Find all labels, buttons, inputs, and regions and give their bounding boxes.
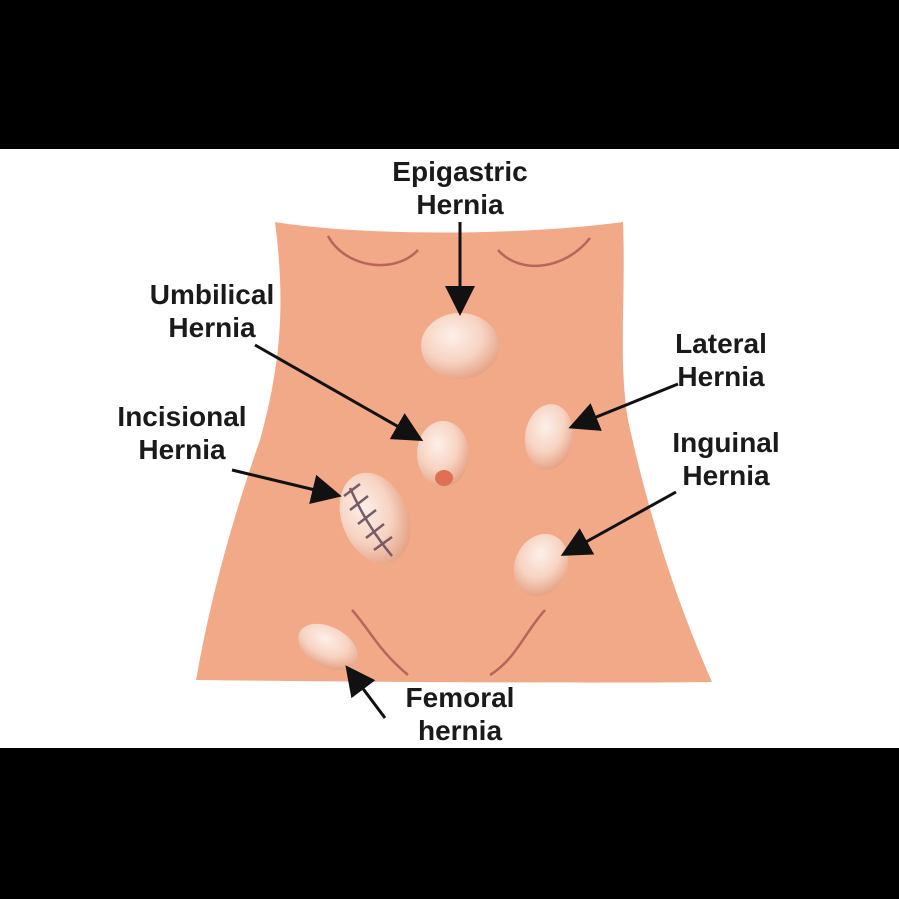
label-epigastric: Epigastric Hernia — [392, 156, 527, 220]
navel — [435, 470, 453, 486]
umbilical-bulge — [417, 421, 469, 487]
groin-crease-right — [489, 609, 546, 677]
incision-stitches — [343, 483, 393, 557]
chest-crease-left — [326, 235, 419, 267]
label-lateral: Lateral Hernia — [675, 328, 767, 392]
chest-crease-right — [497, 237, 591, 268]
label-umbilical-line2: Hernia — [168, 312, 256, 343]
label-lateral-line2: Hernia — [677, 361, 765, 392]
label-femoral: Femoral hernia — [406, 682, 515, 746]
femoral-bulge — [298, 623, 358, 671]
umbilical-arrow — [254, 343, 424, 441]
label-femoral-line2: hernia — [418, 715, 502, 746]
label-epigastric-line1: Epigastric — [392, 156, 527, 187]
label-inguinal-line2: Hernia — [682, 460, 770, 491]
label-umbilical-line1: Umbilical — [150, 279, 274, 310]
incisional-arrow — [231, 468, 342, 504]
label-inguinal-line1: Inguinal — [672, 427, 779, 458]
label-incisional: Incisional Hernia — [117, 401, 246, 465]
label-umbilical: Umbilical Hernia — [150, 279, 274, 343]
label-lateral-line1: Lateral — [675, 328, 767, 359]
femoral-arrow — [345, 665, 387, 719]
lateral-bulge — [524, 404, 574, 470]
epigastric-bulge — [421, 313, 499, 379]
label-inguinal: Inguinal Hernia — [672, 427, 779, 491]
inguinal-bulge — [513, 533, 569, 597]
label-incisional-line2: Hernia — [138, 434, 226, 465]
label-incisional-line1: Incisional — [117, 401, 246, 432]
inguinal-arrow — [560, 490, 677, 556]
incisional-bulge — [339, 472, 411, 564]
label-epigastric-line2: Hernia — [416, 189, 504, 220]
lateral-arrow — [568, 382, 679, 431]
label-femoral-line1: Femoral — [406, 682, 515, 713]
groin-crease-left — [351, 609, 409, 676]
